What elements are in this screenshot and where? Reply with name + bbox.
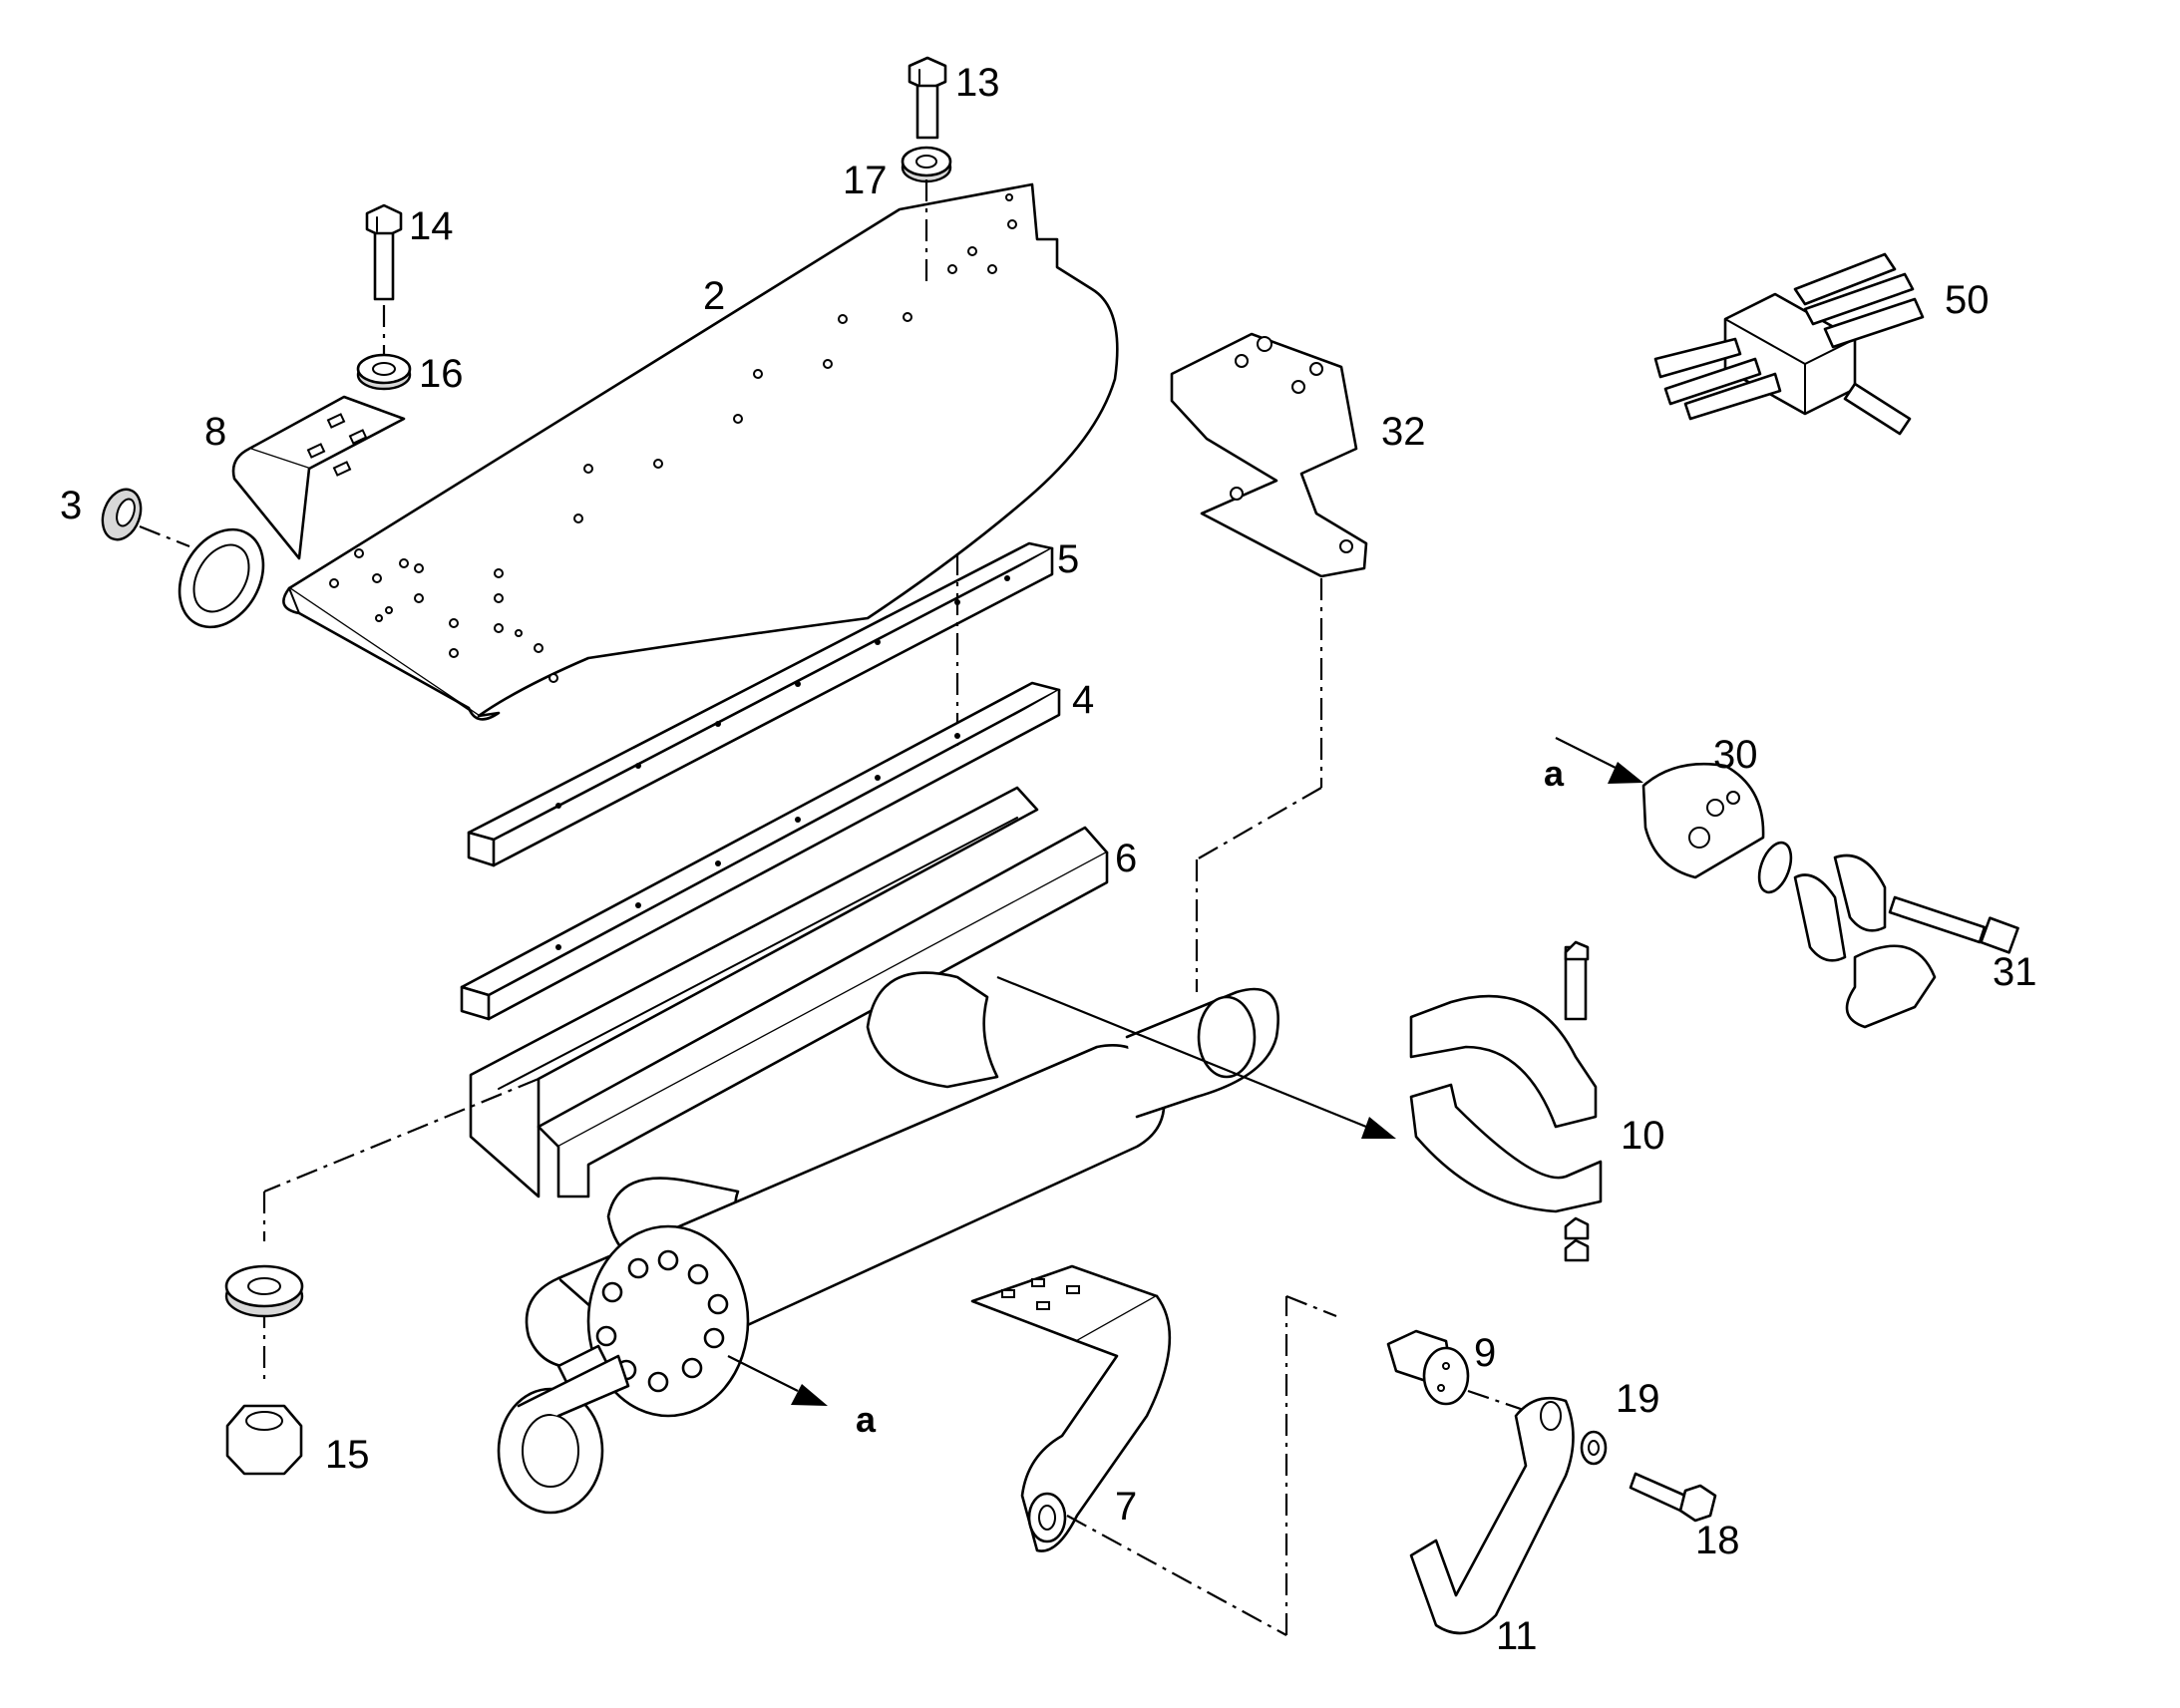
view-a-label-flange: a [1544, 753, 1565, 794]
washer-17 [901, 146, 952, 183]
plate-32 [1170, 332, 1368, 578]
plate-holes [329, 193, 1017, 683]
strip-5 [467, 541, 1054, 867]
callout-10: 10 [1621, 1114, 1665, 1158]
callout-19: 19 [1616, 1377, 1660, 1421]
head-bolts [595, 1249, 729, 1393]
valve-9 [1386, 1329, 1470, 1406]
callout-50: 50 [1945, 278, 1990, 322]
callout-7: 7 [1115, 1485, 1137, 1529]
nut-15 [225, 1404, 303, 1476]
callout-32: 32 [1381, 410, 1426, 454]
guard-plate-2 [282, 182, 1119, 721]
half-clamps-31 [1793, 854, 1937, 1029]
callout-11: 11 [1496, 1614, 1538, 1658]
washer-16 [356, 353, 412, 391]
washer-15 [224, 1264, 304, 1318]
o-ring [1757, 841, 1793, 894]
bushing-3 [101, 488, 143, 541]
callout-15: 15 [325, 1433, 370, 1477]
view-a-label-cylinder: a [856, 1399, 877, 1440]
callout-6: 6 [1115, 837, 1137, 880]
bolt-14 [365, 203, 403, 301]
hook-11 [1409, 1396, 1575, 1635]
callout-2: 2 [703, 274, 725, 318]
callout-8: 8 [204, 410, 226, 454]
callout-5: 5 [1057, 537, 1079, 581]
bracket-8 [178, 395, 406, 629]
bolt-18 [1629, 1472, 1717, 1523]
hydraulic-cylinder [497, 987, 1279, 1515]
washer-19 [1580, 1430, 1608, 1466]
screw-31 [1888, 895, 2019, 954]
callout-13: 13 [955, 61, 1000, 105]
strip-4 [460, 681, 1061, 1021]
callout-18: 18 [1695, 1519, 1740, 1562]
clamp-10 [1409, 940, 1603, 1262]
callout-31: 31 [1993, 950, 2037, 994]
bolt-13 [908, 56, 947, 140]
callout-17: 17 [843, 159, 888, 202]
callout-4: 4 [1072, 678, 1094, 722]
valve-block-50 [1653, 252, 1925, 436]
callout-16: 16 [419, 352, 464, 396]
flange-30 [1641, 762, 1765, 879]
callout-3: 3 [60, 484, 82, 527]
callout-9: 9 [1474, 1331, 1496, 1375]
bracket-7 [970, 1264, 1172, 1552]
callout-30: 30 [1713, 733, 1758, 777]
callout-14: 14 [409, 204, 454, 248]
